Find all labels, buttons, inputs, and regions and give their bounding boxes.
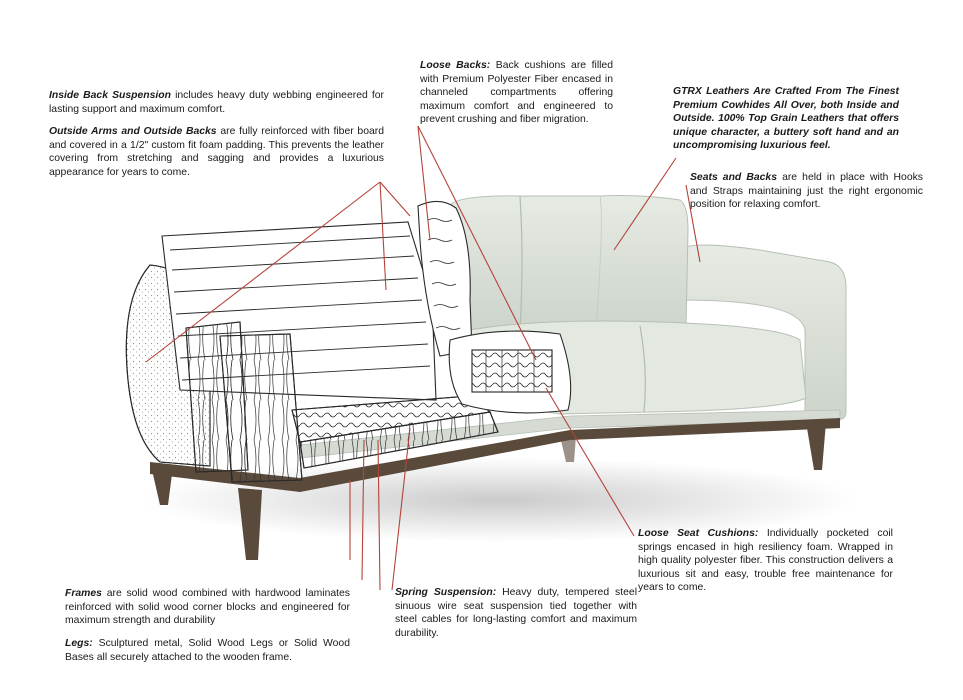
callout-body: are fully reinforced with fiber board an… bbox=[49, 126, 384, 178]
callout-lead: Loose Backs: bbox=[420, 60, 491, 71]
leader-outside-arms-b bbox=[379, 181, 411, 217]
callout-body: Sculptured metal, Solid Wood Legs or Sol… bbox=[65, 638, 350, 663]
callout-body: Individually pocketed coil springs encas… bbox=[638, 528, 893, 594]
leader-lines bbox=[145, 125, 701, 591]
callout-loose-seat-cushions: Loose Seat Cushions: Individually pocket… bbox=[638, 527, 893, 595]
leader-seats-backs bbox=[685, 184, 701, 263]
callout-body: are held in place with Hooks and Straps … bbox=[690, 172, 923, 211]
callout-seats-and-backs: Seats and Backs are held in place with H… bbox=[690, 171, 923, 212]
callout-body: includes heavy duty webbing engineered f… bbox=[49, 90, 384, 115]
wood-base bbox=[150, 418, 840, 560]
callout-outside-arms-backs: Outside Arms and Outside Backs are fully… bbox=[49, 125, 384, 179]
callout-body: are solid wood combined with hardwood la… bbox=[65, 588, 350, 627]
callout-lead: Spring Suspension: bbox=[395, 587, 497, 598]
callout-frames: Frames are solid wood combined with hard… bbox=[65, 587, 350, 628]
callout-lead: Loose Seat Cushions: bbox=[638, 528, 759, 539]
callout-loose-backs: Loose Backs: Back cushions are filled wi… bbox=[420, 59, 613, 127]
callout-lead: Frames bbox=[65, 588, 102, 599]
callout-body: Back cushions are filled with Premium Po… bbox=[420, 60, 613, 126]
callout-body: Heavy duty, tempered steel sinuous wire … bbox=[395, 587, 638, 639]
leader-spring-b bbox=[391, 427, 411, 591]
callout-body: GTRX Leathers Are Crafted From The Fines… bbox=[673, 86, 899, 152]
callout-legs: Legs: Sculptured metal, Solid Wood Legs … bbox=[65, 637, 350, 664]
callout-lead: Inside Back Suspension bbox=[49, 90, 171, 101]
cutaway-section bbox=[125, 200, 572, 483]
leader-outside-arms-a bbox=[379, 181, 387, 291]
callout-lead: Outside Arms and Outside Backs bbox=[49, 126, 217, 137]
callout-lead: Seats and Backs bbox=[690, 172, 777, 183]
callout-inside-back-suspension: Inside Back Suspension includes heavy du… bbox=[49, 89, 384, 116]
callout-lead: Legs: bbox=[65, 638, 93, 649]
callout-gtrx-leathers: GTRX Leathers Are Crafted From The Fines… bbox=[673, 85, 899, 153]
leader-gtrx bbox=[613, 157, 677, 251]
leader-legs bbox=[361, 439, 365, 581]
leader-loose-backs-a bbox=[417, 125, 431, 241]
leader-inside-back bbox=[145, 181, 381, 363]
callout-spring-suspension: Spring Suspension: Heavy duty, tempered … bbox=[395, 586, 637, 640]
leader-loose-backs-b bbox=[417, 125, 537, 361]
leader-loose-seat bbox=[545, 387, 635, 537]
leader-spring-a bbox=[377, 439, 381, 591]
